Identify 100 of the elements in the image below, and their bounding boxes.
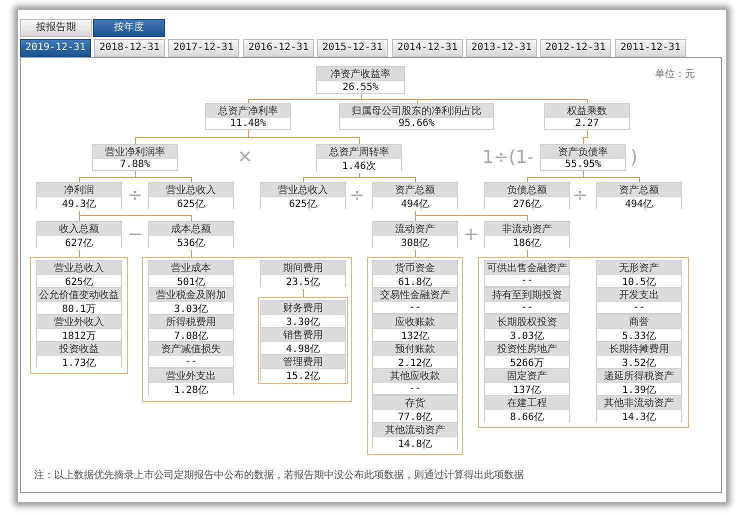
metric-name: 总资产净利率 (206, 104, 290, 118)
metric-value: 1.73亿 (37, 356, 121, 370)
metric-box (36, 260, 122, 287)
metric-name: 持有至到期投资 (485, 288, 569, 302)
operator-sign: + (463, 226, 479, 244)
metric-box (148, 341, 234, 368)
metric-value: 23.5亿 (261, 275, 345, 289)
operator-sign: 1÷(1- (482, 149, 534, 167)
tab: 按年度 (93, 19, 165, 37)
metric-value: 15.2亿 (261, 369, 345, 383)
metric-box (316, 66, 405, 94)
metric-name: 投资性房地产 (485, 342, 569, 356)
metric-box (339, 103, 494, 130)
footnote: 注：以上数据优先摘录上市公司定期报告中公布的数据，若报告期中没公布此项数据，则通过计算得出此项数据 (34, 470, 524, 482)
operator-sign: ÷ (127, 187, 143, 205)
metric-name: 资产减值损失 (149, 342, 233, 356)
metric-box (484, 260, 570, 287)
metric-name: 负债总额 (485, 183, 569, 197)
metric-value: 1.28亿 (149, 383, 233, 397)
tab: 2017-12-31 (168, 39, 239, 57)
metric-box (484, 287, 570, 314)
tab: 2018-12-31 (94, 39, 165, 57)
metric-box (372, 422, 458, 449)
metric-name: 财务费用 (261, 301, 345, 315)
metric-value: 536亿 (149, 236, 233, 250)
metric-value: 14.8亿 (373, 437, 457, 451)
operator-sign: ) (630, 149, 638, 167)
connector-line (135, 170, 192, 182)
metric-box (596, 182, 682, 209)
operator-sign: ÷ (349, 187, 365, 205)
metric-name: 管理费用 (261, 355, 345, 369)
metric-name: 固定资产 (485, 369, 569, 383)
connector-line (361, 94, 588, 104)
metric-name: 营业税金及附加 (149, 288, 233, 302)
metric-box (484, 314, 570, 341)
tab: 2013-12-31 (466, 39, 537, 57)
metric-name: 收入总额 (37, 222, 121, 236)
tab: 2012-12-31 (540, 39, 611, 57)
metric-box (596, 341, 682, 368)
group-frame (478, 257, 689, 428)
metric-box (540, 144, 626, 171)
metric-name: 流动资产 (373, 222, 457, 236)
metric-value: 494亿 (597, 197, 681, 211)
metric-name: 应收账款 (373, 315, 457, 329)
metric-box (484, 368, 570, 395)
connector-line (583, 130, 588, 144)
tab: 按报告期 (20, 19, 92, 37)
metric-value: 14.3亿 (597, 410, 681, 424)
metric-box (148, 182, 234, 209)
metric-value: 625亿 (149, 197, 233, 211)
metric-value: 1.46次 (317, 159, 401, 173)
group-frame (258, 297, 348, 384)
metric-box (372, 314, 458, 341)
metric-name: 权益乘数 (545, 104, 629, 118)
metric-box (92, 144, 178, 171)
metric-box (260, 327, 346, 354)
metric-box (372, 368, 458, 395)
operator-sign: × (237, 148, 253, 166)
metric-name: 其他流动资产 (373, 423, 457, 437)
connector-line (583, 170, 640, 182)
metric-name: 归属母公司股东的净利润占比 (340, 104, 493, 118)
operator-sign: − (127, 226, 143, 244)
metric-name: 商誉 (597, 315, 681, 329)
metric-box (260, 260, 346, 287)
metric-name: 公允价值变动收益 (37, 288, 121, 302)
metric-box (372, 260, 458, 287)
metric-name: 营业净利润率 (93, 145, 177, 159)
tab: 2019-12-31 (20, 39, 91, 57)
metric-name: 营业总收入 (37, 261, 121, 275)
metric-name: 非流动资产 (485, 222, 569, 236)
metric-name: 资产总额 (597, 183, 681, 197)
metric-box (148, 368, 234, 395)
metric-box (36, 287, 122, 314)
metric-box (260, 182, 346, 209)
tab: 2016-12-31 (243, 39, 314, 57)
metric-box (484, 341, 570, 368)
metric-box (596, 260, 682, 287)
metric-value: 276亿 (485, 197, 569, 211)
metric-value: 8.66亿 (485, 410, 569, 424)
metric-name: 营业外支出 (149, 369, 233, 383)
metric-name: 无形资产 (597, 261, 681, 275)
operator-sign: ÷ (572, 187, 588, 205)
metric-box (596, 287, 682, 314)
metric-name: 其他应收款 (373, 369, 457, 383)
metric-box (484, 221, 570, 248)
metric-box (484, 395, 570, 422)
metric-name: 营业成本 (149, 261, 233, 275)
tab: 2011-12-31 (615, 39, 686, 57)
metric-box (36, 221, 122, 248)
group-frame (142, 257, 352, 402)
metric-box (148, 221, 234, 248)
metric-name: 长期待摊费用 (597, 342, 681, 356)
metric-value: 49.3亿 (37, 197, 121, 211)
metric-box (36, 182, 122, 209)
metric-box (372, 287, 458, 314)
metric-name: 净利润 (37, 183, 121, 197)
metric-name: 长期股权投资 (485, 315, 569, 329)
metric-box (260, 300, 346, 327)
metric-box (36, 341, 122, 368)
metric-name: 存货 (373, 396, 457, 410)
